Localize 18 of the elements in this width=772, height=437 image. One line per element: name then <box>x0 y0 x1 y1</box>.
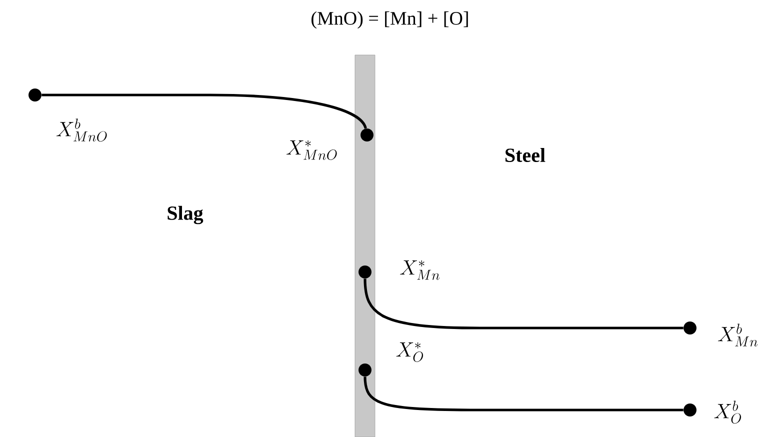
concentration-label: $X_{O}^{b}$ <box>714 400 742 424</box>
profile-curve <box>364 376 684 412</box>
phase-label: Steel <box>506 148 546 162</box>
concentration-label: $X_{Mn}^{*}$ <box>400 260 440 280</box>
concentration-label: $X_{MnO}^{*}$ <box>286 140 337 160</box>
concentration-label: $X_{Mn}^{b}$ <box>718 324 758 346</box>
dot <box>358 364 372 376</box>
reaction-title: (MnO) = [Mn] + [O] <box>312 11 468 29</box>
dot <box>358 266 372 278</box>
phase-label: Slag <box>168 206 204 224</box>
dot <box>28 88 42 102</box>
concentration-label: $X_{MnO}^{b}$ <box>56 118 107 142</box>
dot <box>684 404 696 416</box>
dot <box>684 322 696 334</box>
dot <box>360 128 374 142</box>
concentration-label: $X_{O}^{*}$ <box>396 342 424 362</box>
profile-curve <box>42 94 367 129</box>
profile-curve <box>364 278 684 330</box>
